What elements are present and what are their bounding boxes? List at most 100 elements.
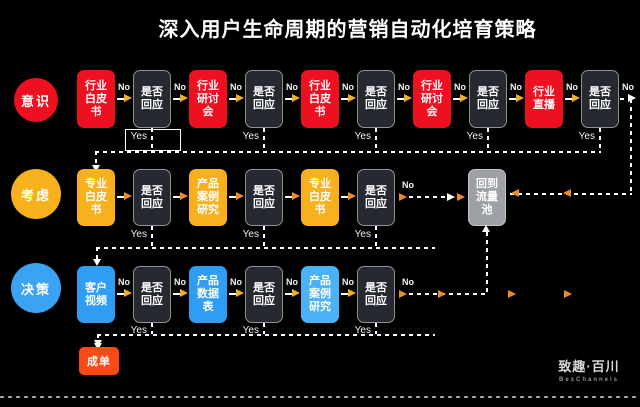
content-box: 行业直播 bbox=[525, 70, 563, 128]
box-label-line: 回应 bbox=[141, 99, 163, 111]
box-label-line: 是否 bbox=[253, 184, 275, 197]
decision-box-respond: 是否回应 bbox=[245, 266, 283, 323]
content-box: 产品数据表 bbox=[189, 266, 227, 323]
brand-logo-text: 致趣·百川 bbox=[558, 359, 620, 374]
box-label-line: 数据 bbox=[197, 288, 219, 300]
yes-branch-line bbox=[151, 323, 153, 334]
box-label-line: 直播 bbox=[533, 99, 555, 111]
arrowhead-right-icon bbox=[124, 191, 132, 200]
no-label: No bbox=[230, 277, 242, 287]
box-label-line: 研究 bbox=[309, 301, 331, 313]
content-box: 行业研讨会 bbox=[189, 70, 227, 128]
box-label-line: 研讨 bbox=[197, 92, 219, 105]
no-label: No bbox=[510, 82, 522, 92]
box-label-line: 产品 bbox=[197, 178, 219, 190]
box-label-line: 回到 bbox=[476, 178, 498, 190]
box-label-line: 回应 bbox=[365, 294, 387, 307]
box-label-line: 回应 bbox=[589, 99, 611, 111]
no-exit-line bbox=[486, 232, 488, 293]
box-label-line: 是否 bbox=[141, 281, 163, 294]
no-label: No bbox=[342, 277, 354, 287]
arrowhead-right-icon bbox=[292, 288, 300, 297]
arrowhead-right-icon bbox=[180, 191, 188, 200]
box-label-line: 白皮 bbox=[85, 191, 107, 203]
arrowhead-right-icon bbox=[457, 192, 465, 201]
decision-box-respond: 是否回应 bbox=[133, 169, 171, 226]
arrowhead-right-icon bbox=[399, 192, 407, 201]
content-box: 行业研讨会 bbox=[413, 70, 451, 128]
yes-label: Yes bbox=[354, 131, 371, 142]
box-label-line: 是否 bbox=[589, 86, 611, 98]
no-label: No bbox=[398, 82, 410, 92]
box-label-line: 书 bbox=[314, 204, 326, 216]
arrowhead-down-icon bbox=[94, 340, 102, 347]
yes-branch-line bbox=[263, 323, 265, 334]
no-label: No bbox=[402, 277, 414, 287]
connector-line bbox=[117, 98, 124, 100]
arrowhead-right-icon bbox=[516, 93, 524, 102]
yes-branch-line bbox=[375, 128, 377, 151]
arrowhead-right-icon bbox=[564, 289, 572, 298]
arrowhead-left-icon bbox=[511, 188, 519, 197]
no-label: No bbox=[402, 180, 414, 190]
box-label-line: 是否 bbox=[365, 184, 387, 197]
connector-line bbox=[341, 196, 348, 198]
connector-line bbox=[173, 196, 180, 198]
arrowhead-right-icon bbox=[460, 93, 468, 102]
arrowhead-right-icon bbox=[180, 93, 188, 102]
no-label: No bbox=[118, 277, 130, 287]
arrowhead-left-icon bbox=[563, 188, 571, 197]
decision-box-respond: 是否回应 bbox=[245, 169, 283, 226]
arrowhead-right-icon bbox=[438, 289, 446, 298]
no-exit-line bbox=[409, 293, 488, 295]
yes-label: Yes bbox=[578, 131, 595, 142]
box-label-line: 会 bbox=[202, 105, 214, 118]
arrowhead-right-icon bbox=[404, 93, 412, 102]
no-label: No bbox=[230, 82, 242, 92]
yes-collector-line bbox=[95, 151, 601, 153]
box-label-line: 案例 bbox=[309, 288, 331, 300]
box-label-line: 产品 bbox=[309, 275, 331, 287]
content-box: 产品案例研究 bbox=[189, 169, 227, 226]
arrowhead-right-icon bbox=[236, 191, 244, 200]
connector-line bbox=[173, 98, 180, 100]
arrowhead-down-icon bbox=[93, 259, 101, 266]
decision-box-respond: 是否回应 bbox=[357, 266, 395, 323]
box-label-line: 表 bbox=[202, 301, 214, 313]
box-label-line: 客户 bbox=[85, 281, 107, 294]
no-exit-line bbox=[620, 98, 630, 100]
yes-branch-line bbox=[263, 226, 265, 247]
box-label-line: 是否 bbox=[141, 184, 163, 197]
box-label-line: 行业 bbox=[309, 79, 331, 92]
box-label-line: 池 bbox=[481, 204, 493, 216]
box-label-line: 流量 bbox=[476, 191, 498, 203]
connector-line bbox=[173, 293, 180, 295]
connector-line bbox=[229, 196, 236, 198]
content-box: 行业白皮书 bbox=[301, 70, 339, 128]
box-label-line: 行业 bbox=[197, 79, 219, 92]
decision-box-respond: 是否回应 bbox=[469, 70, 507, 128]
connector-line bbox=[285, 196, 292, 198]
lifecycle-stage-circle: 决策 bbox=[11, 263, 61, 313]
arrowhead-right-icon bbox=[572, 93, 580, 102]
box-label-line: 研究 bbox=[197, 204, 219, 216]
yes-label: Yes bbox=[130, 131, 147, 142]
box-label-line: 回应 bbox=[141, 294, 163, 307]
decision-box-respond: 是否回应 bbox=[357, 70, 395, 128]
box-label-line: 书 bbox=[90, 105, 102, 118]
connector-line bbox=[509, 98, 516, 100]
box-label-line: 行业 bbox=[421, 79, 443, 92]
box-label-line: 回应 bbox=[365, 197, 387, 210]
no-exit-line bbox=[409, 196, 447, 198]
connector-line bbox=[117, 196, 124, 198]
arrowhead-right-icon bbox=[447, 192, 455, 201]
box-label-line: 专业 bbox=[309, 178, 331, 190]
box-label-line: 回应 bbox=[141, 197, 163, 210]
yes-drop-line bbox=[97, 334, 99, 345]
arrowhead-right-icon bbox=[292, 191, 300, 200]
lifecycle-stage-circle: 意识 bbox=[14, 78, 58, 122]
arrowhead-right-icon bbox=[236, 93, 244, 102]
arrowhead-right-icon bbox=[236, 288, 244, 297]
box-label-line: 视频 bbox=[85, 294, 107, 307]
